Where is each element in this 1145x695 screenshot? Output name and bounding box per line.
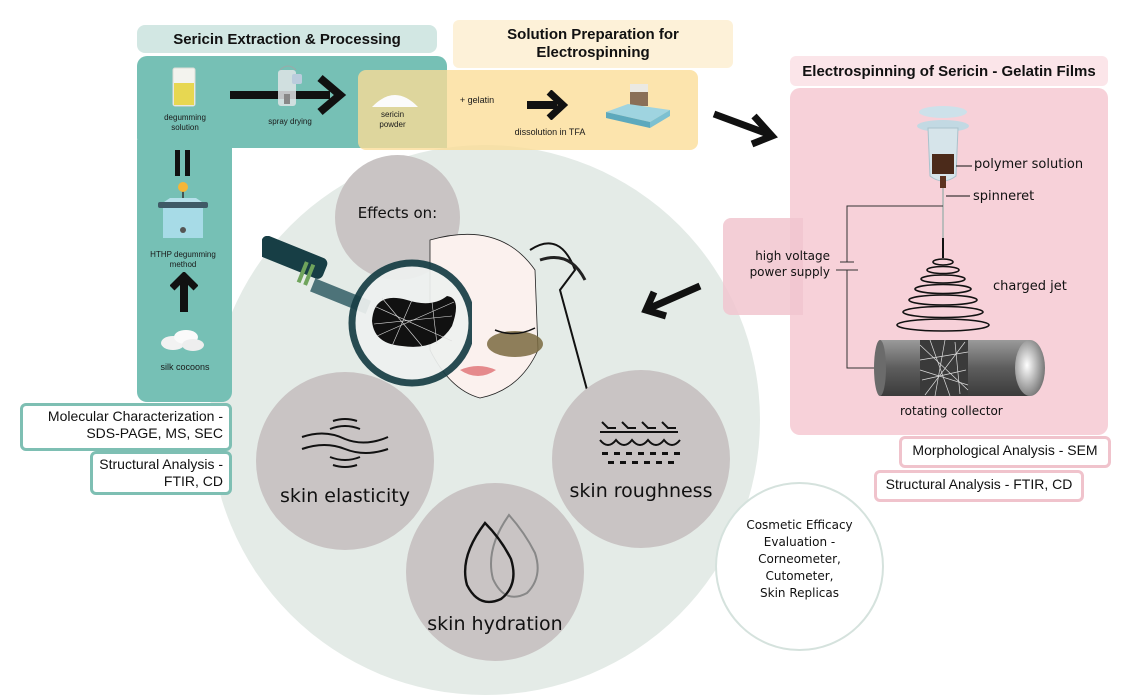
silk-cocoons-label: silk cocoons [160, 362, 210, 372]
skin-hydration-label: skin hydration [427, 613, 563, 635]
equals-icon [175, 150, 190, 176]
electrospinning-apparatus-icon [836, 106, 1045, 397]
hthp-method-label: HTHP degumming method [150, 250, 216, 269]
effects-on-title: Effects on: [357, 203, 438, 222]
polymer-solution-label: polymer solution [974, 157, 1084, 172]
beaker-icon [172, 67, 196, 107]
cosmetic-efficacy-label: Cosmetic Efficacy Evaluation - Corneomet… [746, 518, 853, 600]
skin-layers-icon [599, 421, 681, 464]
gelatin-label: + gelatin [459, 95, 495, 105]
sericin-powder-label: sericin powder [379, 110, 406, 129]
electrospinning-title-text: Electrospinning of Sericin - Gelatin Fil… [802, 62, 1096, 80]
arrow-diagonal-down-icon [712, 110, 778, 148]
rotating-collector-label: rotating collector [900, 404, 1003, 418]
arrow-right-icon [527, 90, 569, 120]
extraction-section-title: Sericin Extraction & Processing [137, 25, 437, 53]
skin-elasticity-label: skin elasticity [280, 485, 410, 507]
degumming-solution-label: degumming solution [164, 113, 206, 132]
elasticity-waves-icon [301, 418, 389, 468]
sericin-powder-icon [372, 95, 418, 107]
eye-patch-fibers [373, 297, 455, 347]
hthp-pot-icon [158, 182, 208, 238]
electrospinning-section-title: Electrospinning of Sericin - Gelatin Fil… [790, 56, 1108, 86]
skin-roughness-circle: skin roughness [552, 370, 730, 548]
skin-hydration-circle: skin hydration [406, 483, 584, 661]
extraction-title-text: Sericin Extraction & Processing [173, 30, 401, 48]
arrow-up-icon [170, 272, 198, 312]
power-supply-tab [723, 218, 803, 315]
structural-analysis-extraction-box: Structural Analysis - FTIR, CD [90, 451, 232, 495]
skin-elasticity-circle: skin elasticity [256, 372, 434, 550]
solution-section-title: Solution Preparation for Electrospinning [453, 20, 733, 68]
spray-dryer-icon [278, 65, 302, 106]
silk-cocoons-icon [161, 330, 204, 351]
arrow-diagonal-left-icon [641, 282, 702, 320]
dissolution-label: dissolution in TFA [514, 127, 586, 137]
magnetic-stirrer-icon [606, 84, 670, 128]
effects-on-circle: Effects on: [335, 155, 460, 280]
morphological-analysis-box: Morphological Analysis - SEM [899, 436, 1111, 468]
structural-analysis-electrospinning-box: Structural Analysis - FTIR, CD [874, 470, 1084, 502]
skin-roughness-label: skin roughness [569, 480, 713, 502]
cosmetic-efficacy-circle: Cosmetic Efficacy Evaluation - Corneomet… [715, 482, 884, 651]
solution-title-text: Solution Preparation for Electrospinning [507, 26, 679, 61]
water-drops-icon [463, 513, 539, 604]
molecular-characterization-box: Molecular Characterization - SDS-PAGE, M… [20, 403, 232, 451]
spray-drying-label: spray drying [268, 117, 312, 126]
nanofiber-mesh [919, 339, 969, 397]
charged-jet-label: charged jet [993, 279, 1067, 294]
spinneret-label: spinneret [973, 189, 1035, 204]
power-supply-label: high voltage power supply [749, 249, 830, 279]
magnifying-glass-icon [262, 236, 472, 387]
charged-jet-spiral [896, 258, 990, 332]
